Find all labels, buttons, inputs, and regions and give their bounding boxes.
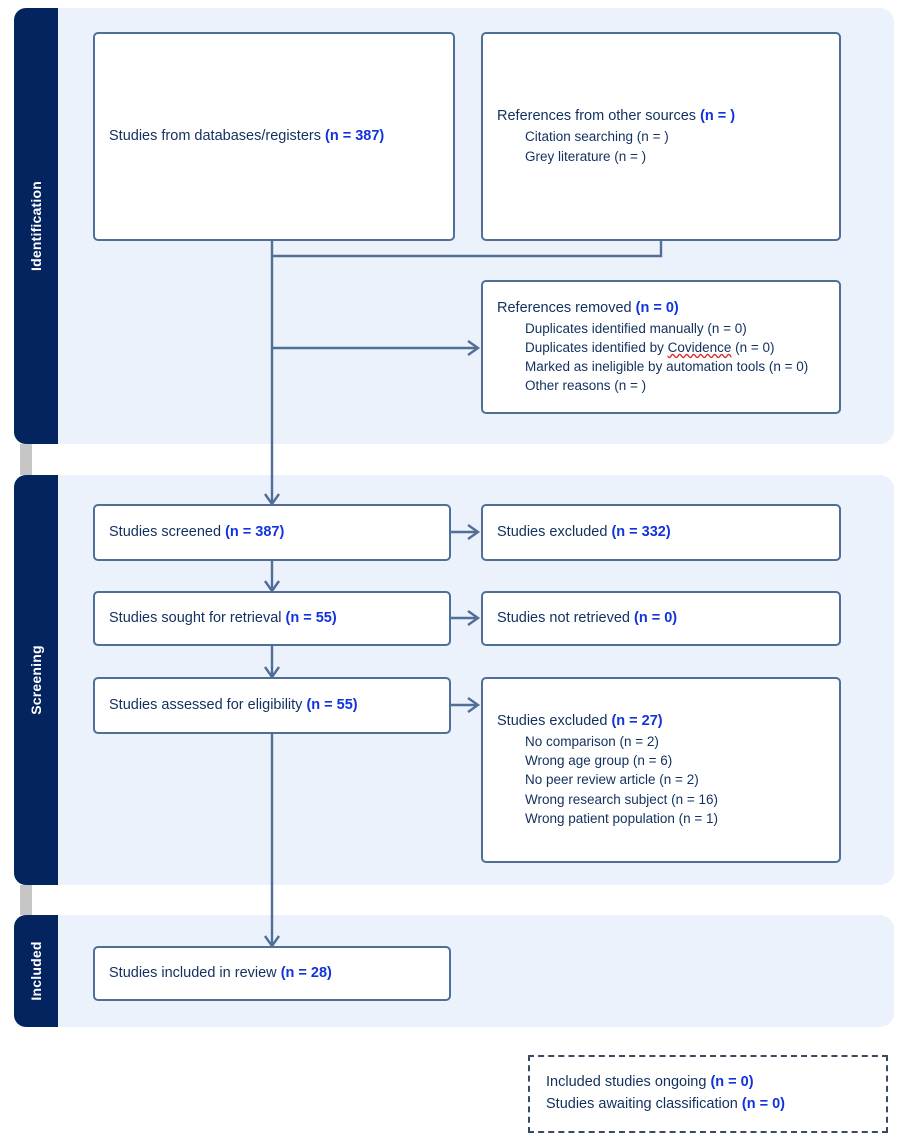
box-studies-included-in-review[interactable]: Studies included in review (n = 28)	[93, 946, 451, 1001]
box-not-retrieved-count: (n = 0)	[634, 609, 678, 626]
box-studies-screened[interactable]: Studies screened (n = 387)	[93, 504, 451, 561]
box-excluded-screening-count: (n = 332)	[611, 523, 671, 540]
box-ongoing-line2: Studies awaiting classification (n = 0)	[546, 1096, 785, 1112]
stage-band-connector-2	[20, 885, 32, 915]
stage-label-included: Included	[28, 941, 44, 1001]
stage-band-screening: Screening	[14, 475, 58, 885]
list-item: Marked as ineligible by automation tools…	[525, 359, 809, 375]
box-excluded-eligibility-title: Studies excluded (n = 27)	[497, 713, 663, 730]
box-studies-sought-for-retrieval[interactable]: Studies sought for retrieval (n = 55)	[93, 591, 451, 646]
box-not-retrieved-title: Studies not retrieved (n = 0)	[497, 609, 678, 626]
box-references-removed-title: References removed (n = 0)	[497, 299, 679, 316]
list-item: Other reasons (n = )	[525, 378, 647, 394]
list-item: Wrong patient population (n = 1)	[525, 810, 719, 826]
stage-band-identification: Identification	[14, 8, 58, 444]
box-references-removed-count: (n = 0)	[635, 299, 679, 316]
box-ongoing-and-awaiting-classification[interactable]: Included studies ongoing (n = 0) Studies…	[528, 1055, 888, 1133]
list-item: Duplicates identified manually (n = 0)	[525, 320, 747, 336]
stage-band-included: Included	[14, 915, 58, 1027]
box-included-title: Studies included in review (n = 28)	[109, 964, 332, 981]
box-ongoing-line1: Included studies ongoing (n = 0)	[546, 1074, 754, 1091]
box-screened-count: (n = 387)	[225, 523, 285, 540]
box-references-other-sources[interactable]: References from other sources (n = ) Cit…	[481, 32, 841, 241]
list-item: No peer review article (n = 2)	[525, 772, 699, 788]
box-excluded-eligibility-count: (n = 27)	[611, 713, 663, 730]
box-studies-excluded-screening[interactable]: Studies excluded (n = 332)	[481, 504, 841, 561]
box-assessed-title: Studies assessed for eligibility (n = 55…	[109, 696, 358, 713]
list-item: No comparison (n = 2)	[525, 734, 659, 750]
box-studies-from-databases[interactable]: Studies from databases/registers (n = 38…	[93, 32, 455, 241]
list-item: Wrong age group (n = 6)	[525, 753, 673, 769]
box-references-removed[interactable]: References removed (n = 0) Duplicates id…	[481, 280, 841, 414]
box-screened-title: Studies screened (n = 387)	[109, 523, 285, 540]
box-references-removed-items: Duplicates identified manually (n = 0) D…	[497, 319, 825, 396]
list-item: Wrong research subject (n = 16)	[525, 791, 718, 807]
box-excluded-eligibility-items: No comparison (n = 2) Wrong age group (n…	[497, 732, 825, 828]
box-other-sources-count: (n = )	[700, 108, 736, 125]
box-studies-not-retrieved[interactable]: Studies not retrieved (n = 0)	[481, 591, 841, 646]
box-studies-assessed-for-eligibility[interactable]: Studies assessed for eligibility (n = 55…	[93, 677, 451, 734]
list-item: Citation searching (n = )	[525, 129, 669, 145]
box-databases-count: (n = 387)	[325, 127, 385, 144]
list-item: Grey literature (n = )	[525, 148, 647, 164]
box-awaiting-classification-count: (n = 0)	[741, 1096, 785, 1112]
box-included-count: (n = 28)	[280, 964, 332, 981]
box-other-sources-title: References from other sources (n = )	[497, 108, 736, 125]
box-sought-title: Studies sought for retrieval (n = 55)	[109, 609, 337, 626]
stage-label-screening: Screening	[28, 645, 44, 715]
box-excluded-screening-title: Studies excluded (n = 332)	[497, 523, 671, 540]
box-sought-count: (n = 55)	[285, 609, 337, 626]
box-assessed-count: (n = 55)	[306, 696, 358, 713]
stage-band-connector-1	[20, 444, 32, 475]
box-other-sources-items: Citation searching (n = ) Grey literatur…	[497, 127, 825, 165]
box-studies-excluded-eligibility[interactable]: Studies excluded (n = 27) No comparison …	[481, 677, 841, 863]
stage-label-identification: Identification	[28, 181, 44, 271]
box-databases-title: Studies from databases/registers (n = 38…	[109, 127, 385, 144]
misspelled-word: Covidence	[667, 339, 732, 355]
box-ongoing-count: (n = 0)	[710, 1074, 754, 1091]
list-item: Duplicates identified by Covidence (n = …	[525, 339, 775, 355]
